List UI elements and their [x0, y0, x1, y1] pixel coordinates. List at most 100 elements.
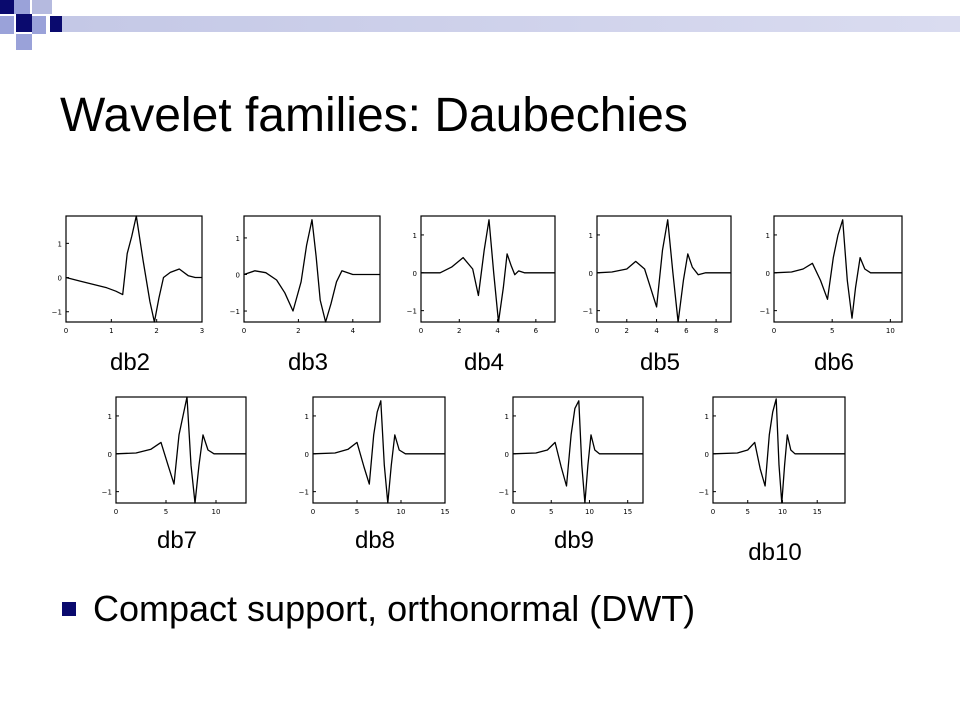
x-tick-label: 0: [772, 327, 776, 335]
x-tick-label: 5: [549, 508, 553, 516]
x-tick-label: 0: [64, 327, 68, 335]
corner-square-8: [16, 34, 32, 50]
y-tick-label: −1: [760, 308, 770, 316]
plot-label-db6: db6: [814, 349, 854, 376]
x-tick-label: 15: [441, 508, 450, 516]
header-band: [62, 16, 960, 32]
plot-label-db2: db2: [110, 349, 150, 376]
y-tick-label: 1: [58, 240, 62, 248]
y-tick-label: −1: [299, 489, 309, 497]
x-tick-label: 10: [212, 508, 221, 516]
y-tick-label: −1: [407, 308, 417, 316]
x-tick-label: 2: [154, 327, 158, 335]
wavelet-curve-db2: [65, 215, 202, 323]
y-tick-label: −1: [52, 309, 62, 317]
x-tick-label: 0: [511, 508, 515, 516]
corner-square-4: [0, 16, 14, 34]
plot-frame: [312, 396, 446, 504]
plot-label-db10: db10: [748, 539, 801, 566]
wavelet-curve-db9: [512, 400, 643, 504]
y-tick-label: −1: [499, 489, 509, 497]
plot-label-db3: db3: [288, 349, 328, 376]
y-tick-label: 0: [505, 451, 509, 459]
corner-square-3: [32, 0, 52, 14]
y-tick-label: 1: [705, 413, 709, 421]
plot-frame: [512, 396, 644, 504]
plot-frame: [773, 215, 903, 323]
y-tick-label: 1: [505, 413, 509, 421]
x-tick-label: 8: [714, 327, 718, 335]
plot-frame: [243, 215, 381, 323]
wavelet-curve-db8: [312, 400, 445, 504]
x-tick-label: 5: [746, 508, 750, 516]
corner-square-5: [16, 14, 32, 32]
x-tick-label: 5: [830, 327, 834, 335]
y-tick-label: 1: [108, 413, 112, 421]
x-tick-label: 5: [164, 508, 168, 516]
wavelet-curve-db4: [421, 219, 555, 323]
x-tick-label: 15: [813, 508, 822, 516]
bullet-text: Compact support, orthonormal (DWT): [93, 588, 696, 629]
x-tick-label: 2: [625, 327, 629, 335]
x-tick-label: 1: [109, 327, 113, 335]
plot-frame: [65, 215, 203, 323]
x-tick-label: 0: [711, 508, 715, 516]
y-tick-label: −1: [699, 489, 709, 497]
corner-square-2: [14, 0, 30, 14]
x-tick-label: 10: [585, 508, 594, 516]
x-tick-label: 4: [654, 327, 659, 335]
plot-frame: [712, 396, 846, 504]
x-tick-label: 0: [595, 327, 599, 335]
x-tick-label: 3: [200, 327, 204, 335]
x-tick-label: 4: [495, 327, 500, 335]
wavelet-curve-db3: [243, 219, 380, 323]
x-tick-label: 2: [457, 327, 461, 335]
bullet-square-icon: [62, 602, 76, 616]
y-tick-label: 1: [236, 235, 240, 243]
x-tick-label: 0: [311, 508, 315, 516]
y-tick-label: 0: [305, 451, 309, 459]
plot-label-db8: db8: [355, 527, 395, 554]
corner-square-7: [50, 16, 62, 32]
x-tick-label: 6: [684, 327, 689, 335]
x-tick-label: 5: [355, 508, 359, 516]
y-tick-label: 0: [413, 270, 417, 278]
x-tick-label: 10: [886, 327, 895, 335]
y-tick-label: 1: [413, 232, 417, 240]
y-tick-label: 0: [236, 271, 240, 279]
plot-frame: [115, 396, 247, 504]
wavelet-curve-db10: [712, 398, 845, 504]
x-tick-label: 0: [419, 327, 423, 335]
bullet-item: Compact support, orthonormal (DWT): [62, 588, 695, 630]
plot-frame: [596, 215, 732, 323]
x-tick-label: 4: [351, 327, 356, 335]
y-tick-label: −1: [583, 308, 593, 316]
plot-db2: 1 0 −1 0 1 2 3 db2: [52, 215, 204, 376]
y-tick-label: 0: [766, 270, 770, 278]
y-tick-label: 1: [305, 413, 309, 421]
corner-square-1: [0, 0, 14, 14]
x-tick-label: 6: [534, 327, 539, 335]
plot-label-db7: db7: [157, 527, 197, 554]
plot-frame: [420, 215, 556, 323]
y-tick-label: 1: [766, 232, 770, 240]
y-tick-label: 0: [58, 275, 62, 283]
x-tick-label: 10: [397, 508, 406, 516]
y-tick-label: 0: [589, 270, 593, 278]
wavelet-curve-db6: [773, 219, 902, 319]
wavelet-curve-db7: [115, 396, 246, 504]
wavelet-curve-db5: [596, 219, 731, 323]
x-tick-label: 15: [623, 508, 632, 516]
y-tick-label: 1: [589, 232, 593, 240]
corner-square-6: [32, 16, 46, 34]
plot-label-db9: db9: [554, 527, 594, 554]
